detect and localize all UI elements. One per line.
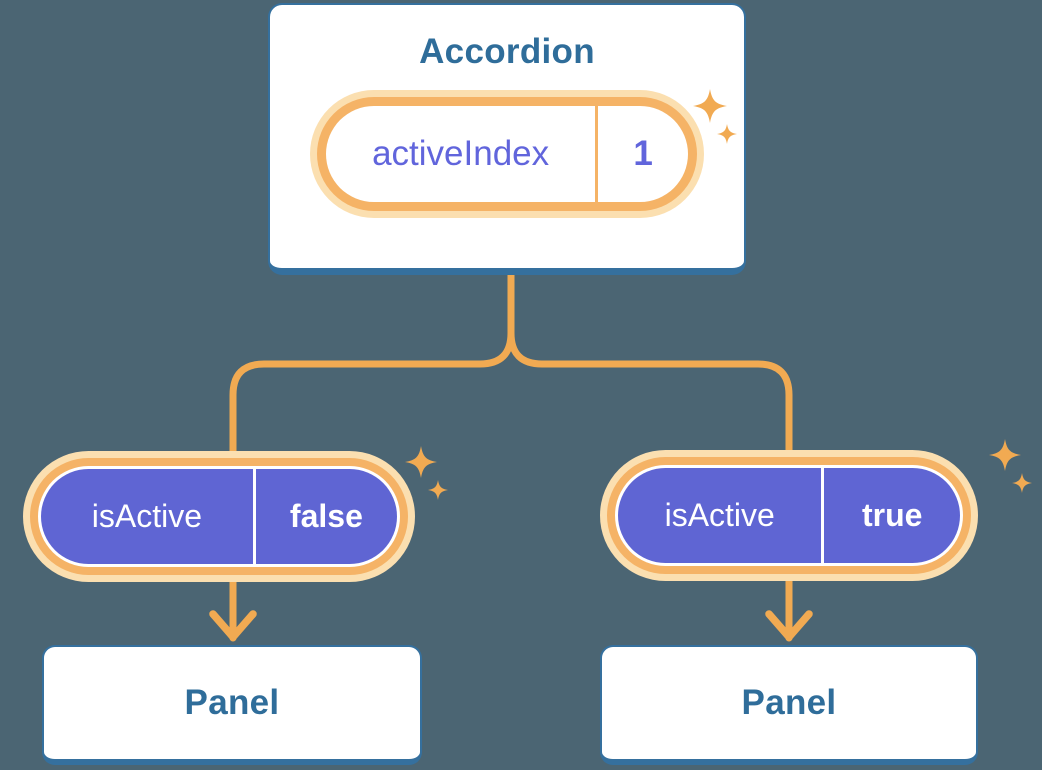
prop-name-label: isActive	[664, 497, 775, 533]
prop-name-label: isActive	[91, 498, 203, 534]
arrowhead-down-left-icon	[209, 610, 257, 641]
pill-orange-ring: activeIndex 1	[317, 97, 697, 211]
state-value-label: 1	[633, 134, 653, 173]
pill-divider	[252, 469, 256, 564]
accordion-node: Accordion activeIndex 1	[268, 3, 746, 275]
pill-orange-ring: isActive false	[30, 458, 408, 575]
panel-title: Panel	[741, 683, 837, 722]
connector-right-branch	[507, 265, 793, 642]
prop-pill-left: isActive false	[23, 451, 415, 582]
pill-divider	[821, 468, 825, 563]
state-pill-activeindex: activeIndex 1	[310, 90, 704, 218]
pill-divider	[595, 106, 599, 202]
prop-value-label: true	[861, 497, 923, 533]
panel-node-left: Panel	[42, 645, 422, 765]
prop-value-label: false	[289, 498, 363, 534]
prop-pill-right: isActive true	[600, 450, 978, 581]
arrowhead-down-right-icon	[765, 610, 813, 641]
panel-title: Panel	[184, 683, 280, 722]
pill-orange-ring: isActive true	[607, 457, 971, 574]
state-name-label: activeIndex	[372, 134, 550, 173]
accordion-title: Accordion	[419, 32, 595, 71]
panel-node-right: Panel	[600, 645, 978, 765]
